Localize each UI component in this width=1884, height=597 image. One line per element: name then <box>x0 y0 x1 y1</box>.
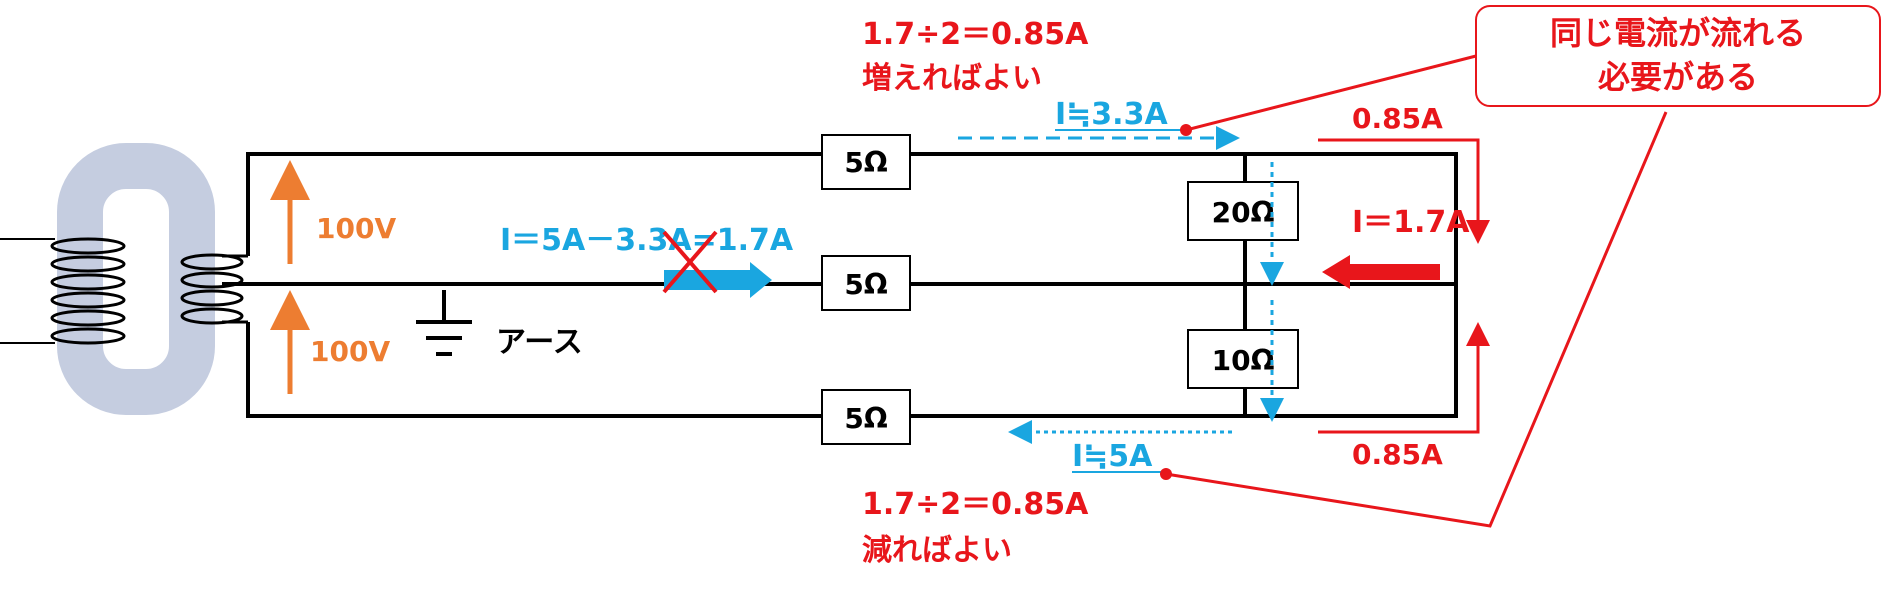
red-label-bottom-right: 0.85A <box>1352 438 1443 471</box>
resistor-bottom: 5Ω <box>821 389 911 445</box>
red-arrow-top-right <box>1318 138 1490 244</box>
callout-leader-bottom-dot <box>1160 468 1172 480</box>
right-current-arrow <box>1322 255 1440 289</box>
resistor-10: 10Ω <box>1187 329 1299 389</box>
right-current-label: I＝1.7A <box>1352 205 1470 240</box>
transformer-core <box>57 143 215 415</box>
resistor-top-label: 5Ω <box>844 146 887 179</box>
red-arrow-bottom-right <box>1318 322 1490 434</box>
secondary-winding <box>180 253 244 325</box>
resistor-10-label: 10Ω <box>1212 344 1275 377</box>
note-bottom-line1: 1.7÷2＝0.85A <box>862 487 1089 522</box>
note-top-line2: 増えればよい <box>862 61 1042 96</box>
resistor-top: 5Ω <box>821 134 911 190</box>
callout-leader-top-dot <box>1180 124 1192 136</box>
current-label-bottom: I≒5A <box>1072 439 1153 474</box>
callout-leader-bottom <box>1165 111 1668 528</box>
transformer <box>0 143 244 415</box>
resistor-mid-label: 5Ω <box>844 268 887 301</box>
red-label-top-right: 0.85A <box>1352 102 1443 135</box>
voltage-label-top: 100V <box>316 212 396 245</box>
neutral-current-arrow <box>664 262 772 298</box>
resistor-mid: 5Ω <box>821 255 911 311</box>
callout: 同じ電流が流れる 必要がある <box>1475 5 1881 107</box>
callout-line2: 必要がある <box>1598 58 1758 96</box>
neutral-current-label: I＝5A－3.3A=1.7A <box>500 223 794 258</box>
note-bottom-line2: 減ればよい <box>862 533 1012 568</box>
resistor-bottom-label: 5Ω <box>844 402 887 435</box>
cross-mark <box>662 230 718 294</box>
voltage-label-bottom: 100V <box>310 335 390 368</box>
earth-label: アース <box>496 325 583 360</box>
resistor-20: 20Ω <box>1187 181 1299 241</box>
wire-bottom <box>246 322 1458 418</box>
callout-leader-top <box>1185 54 1477 132</box>
primary-winding <box>50 237 126 345</box>
wire-top <box>246 152 1458 256</box>
callout-line1: 同じ電流が流れる <box>1550 14 1806 52</box>
ground-symbol <box>416 290 472 356</box>
note-top-line1: 1.7÷2＝0.85A <box>862 17 1089 52</box>
resistor-20-label: 20Ω <box>1212 196 1275 229</box>
current-label-top: I≒3.3A <box>1055 97 1168 132</box>
